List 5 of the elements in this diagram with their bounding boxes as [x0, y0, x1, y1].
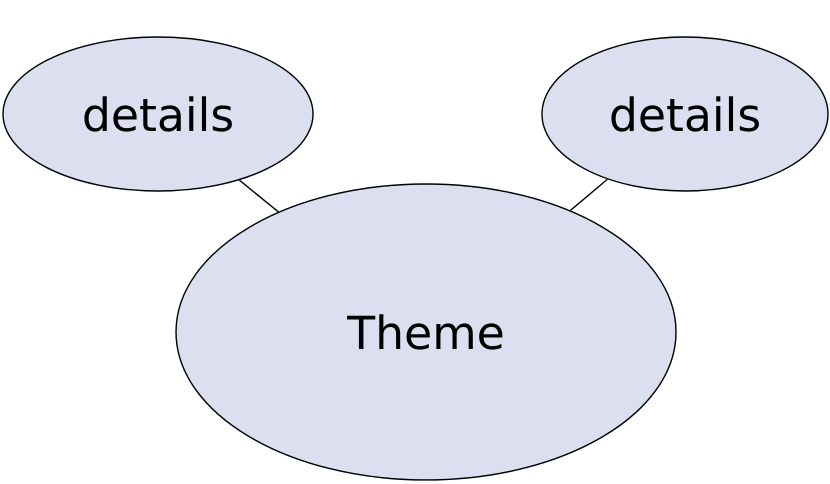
ellipse-node: Theme [175, 183, 677, 481]
ellipse-node: details [541, 36, 829, 192]
ellipse-node: details [2, 36, 314, 192]
connector-line [238, 180, 279, 212]
connector-line [570, 178, 608, 211]
